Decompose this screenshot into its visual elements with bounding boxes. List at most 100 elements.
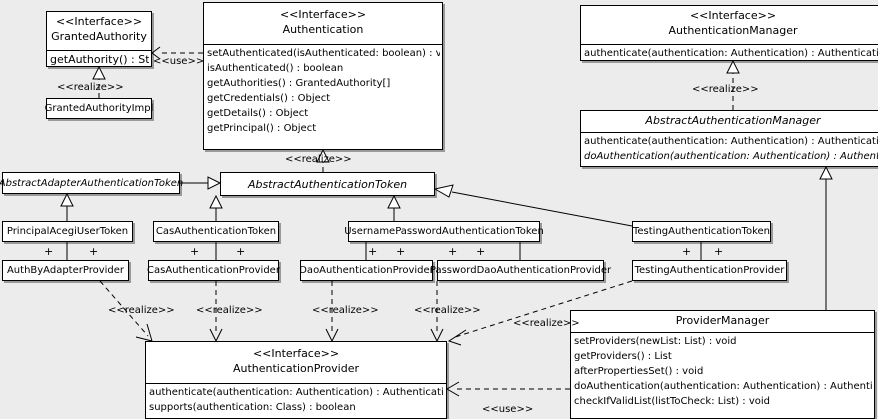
class-name: AbstractAdapterAuthenticationToken bbox=[0, 177, 184, 189]
class-box-auth-by-adapter-provider[interactable]: AuthByAdapterProvider bbox=[2, 260, 129, 281]
class-header: <<Interface>> AuthenticationProvider bbox=[146, 342, 446, 383]
multiplicity-plus: + bbox=[448, 245, 458, 258]
stereotype-label: <<Interface>> bbox=[252, 347, 340, 360]
multiplicity-plus: + bbox=[368, 245, 378, 258]
arrow-triangle-gen-abstractauthtoken-cas bbox=[209, 194, 223, 209]
class-box-abstract-authentication-manager[interactable]: AbstractAuthenticationManager authentica… bbox=[580, 110, 878, 167]
class-box-testing-authentication-token[interactable]: TestingAuthenticationToken bbox=[632, 221, 771, 242]
class-box-provider-manager[interactable]: ProviderManager setProviders(newList: Li… bbox=[570, 310, 875, 419]
stereotype-label: <<Interface>> bbox=[689, 9, 777, 22]
multiplicity-plus: + bbox=[190, 245, 200, 258]
arrow-open-realize-authprovider-2 bbox=[209, 328, 223, 343]
class-name: GrantedAuthority bbox=[51, 30, 147, 43]
multiplicity-plus: + bbox=[89, 245, 99, 258]
multiplicity-plus: + bbox=[396, 245, 406, 258]
label-realize-cas-provider: <<realize>> bbox=[196, 305, 263, 316]
class-box-granted-authority-impl[interactable]: GrantedAuthorityImpl bbox=[45, 98, 153, 119]
class-header: <<Interface>> Authentication bbox=[204, 3, 442, 44]
class-box-abstract-authentication-token[interactable]: AbstractAuthenticationToken bbox=[220, 172, 435, 196]
multiplicity-plus: + bbox=[682, 245, 692, 258]
arrow-triangle-realize-authmanager bbox=[726, 59, 740, 74]
class-box-password-dao-authentication-provider[interactable]: PasswordDaoAuthenticationProvider bbox=[430, 260, 611, 281]
label-realize-grantedauthorityimpl: <<realize>> bbox=[57, 82, 124, 93]
operation: getPrincipal() : Object bbox=[207, 123, 317, 134]
class-name: AuthenticationProvider bbox=[232, 362, 360, 375]
operation: authenticate(authentication: Authenticat… bbox=[584, 136, 878, 147]
arrow-open-realize-authprovider-4 bbox=[430, 328, 444, 343]
label-realize-dao-provider: <<realize>> bbox=[312, 305, 379, 316]
class-box-abstract-adapter-authentication-token[interactable]: AbstractAdapterAuthenticationToken bbox=[0, 172, 183, 194]
class-box-authentication-manager[interactable]: <<Interface>> AuthenticationManager auth… bbox=[580, 5, 878, 61]
class-name: AuthByAdapterProvider bbox=[6, 265, 125, 276]
class-box-principal-acegi-user-token[interactable]: PrincipalAcegiUserToken bbox=[2, 221, 133, 242]
class-box-username-password-authentication-token[interactable]: UsernamePasswordAuthenticationToken bbox=[344, 221, 544, 242]
multiplicity-plus: + bbox=[714, 245, 724, 258]
label-use-provider-manager: <<use>> bbox=[482, 404, 534, 415]
class-box-authentication[interactable]: <<Interface>> Authentication setAuthenti… bbox=[203, 2, 443, 150]
operation: setAuthenticated(isAuthenticated: boolea… bbox=[207, 48, 440, 59]
arrow-triangle-generalization-abstractauthtoken-left bbox=[207, 176, 222, 190]
operations-compartment: authenticate(authentication: Authenticat… bbox=[146, 383, 446, 419]
class-header: AbstractAuthenticationManager bbox=[581, 111, 878, 132]
class-name: AbstractAuthenticationManager bbox=[645, 114, 821, 127]
class-name: CasAuthenticationToken bbox=[155, 226, 277, 237]
operation: afterPropertiesSet() : void bbox=[574, 366, 704, 377]
class-name: CasAuthenticationProvider bbox=[147, 265, 280, 276]
class-name: PasswordDaoAuthenticationProvider bbox=[429, 265, 612, 276]
class-box-granted-authority[interactable]: <<Interface>> GrantedAuthority getAuthor… bbox=[46, 11, 152, 67]
class-name: UsernamePasswordAuthenticationToken bbox=[344, 226, 544, 237]
operation: authenticate(authentication: Authenticat… bbox=[584, 48, 878, 59]
operation-abstract: doAuthentication(authentication: Authent… bbox=[584, 151, 878, 162]
class-name: PrincipalAcegiUserToken bbox=[6, 226, 129, 237]
operation: setProviders(newList: List) : void bbox=[574, 336, 737, 347]
label-realize-auth-by-adapter: <<realize>> bbox=[108, 305, 175, 316]
class-box-cas-authentication-token[interactable]: CasAuthenticationToken bbox=[153, 221, 279, 242]
class-name: AbstractAuthenticationToken bbox=[247, 177, 408, 191]
class-name: TestingAuthenticationToken bbox=[632, 226, 771, 237]
class-box-dao-authentication-provider[interactable]: DaoAuthenticationProvider bbox=[299, 260, 434, 281]
arrow-open-realize-authprovider-1 bbox=[135, 323, 153, 342]
operation: checkIfValidList(listToCheck: List) : vo… bbox=[574, 396, 771, 407]
operation: isAuthenticated() : boolean bbox=[207, 63, 344, 74]
arrow-triangle-generalization-abstractauthmanager bbox=[819, 165, 833, 180]
multiplicity-plus: + bbox=[44, 245, 54, 258]
class-name: DaoAuthenticationProvider bbox=[299, 265, 434, 276]
class-name: GrantedAuthorityImpl bbox=[44, 103, 154, 114]
class-header: ProviderManager bbox=[571, 311, 874, 332]
operations-compartment: getAuthority() : String bbox=[47, 50, 151, 67]
class-header: <<Interface>> GrantedAuthority bbox=[47, 12, 151, 50]
class-box-testing-authentication-provider[interactable]: TestingAuthenticationProvider bbox=[632, 260, 787, 281]
stereotype-label: <<Interface>> bbox=[279, 8, 367, 21]
class-name: AuthenticationManager bbox=[668, 24, 798, 37]
multiplicity-plus: + bbox=[476, 245, 486, 258]
class-box-cas-authentication-provider[interactable]: CasAuthenticationProvider bbox=[147, 260, 280, 281]
operations-compartment: authenticate(authentication: Authenticat… bbox=[581, 44, 878, 61]
label-realize-password-dao-provider: <<realize>> bbox=[414, 305, 481, 316]
arrow-open-realize-authprovider-3 bbox=[325, 328, 339, 343]
arrow-open-realize-authprovider-5 bbox=[447, 329, 467, 346]
operation: doAuthentication(authentication: Authent… bbox=[574, 381, 872, 392]
operation: getCredentials() : Object bbox=[207, 93, 331, 104]
stereotype-label: <<Interface>> bbox=[55, 15, 143, 28]
arrow-triangle-gen-abstractauthtoken-upat bbox=[387, 194, 401, 209]
label-realize-abstract-auth-manager: <<realize>> bbox=[692, 84, 759, 95]
class-header: <<Interface>> AuthenticationManager bbox=[581, 6, 878, 44]
class-name: TestingAuthenticationProvider bbox=[634, 265, 785, 276]
operation: authenticate(authentication: Authenticat… bbox=[149, 387, 444, 398]
arrow-triangle-realize-grantedauthority bbox=[92, 65, 106, 80]
operations-compartment: setProviders(newList: List) : void getPr… bbox=[571, 332, 874, 419]
arrow-triangle-gen-abstractadaptertoken bbox=[60, 192, 74, 207]
multiplicity-plus: + bbox=[236, 245, 246, 258]
class-name: Authentication bbox=[282, 23, 364, 36]
operation: getProviders() : List bbox=[574, 351, 672, 362]
label-realize-provider-manager: <<realize>> bbox=[513, 318, 580, 329]
label-realize-abstract-auth-token: <<realize>> bbox=[285, 154, 352, 165]
operation: getAuthority() : String bbox=[50, 53, 149, 66]
operation: getAuthorities() : GrantedAuthority[] bbox=[207, 78, 391, 89]
class-box-authentication-provider[interactable]: <<Interface>> AuthenticationProvider aut… bbox=[145, 341, 447, 419]
operations-compartment: setAuthenticated(isAuthenticated: boolea… bbox=[204, 44, 442, 150]
operation: supports(authentication: Class) : boolea… bbox=[149, 402, 356, 413]
operation: getDetails() : Object bbox=[207, 108, 309, 119]
class-name: ProviderManager bbox=[675, 314, 770, 327]
